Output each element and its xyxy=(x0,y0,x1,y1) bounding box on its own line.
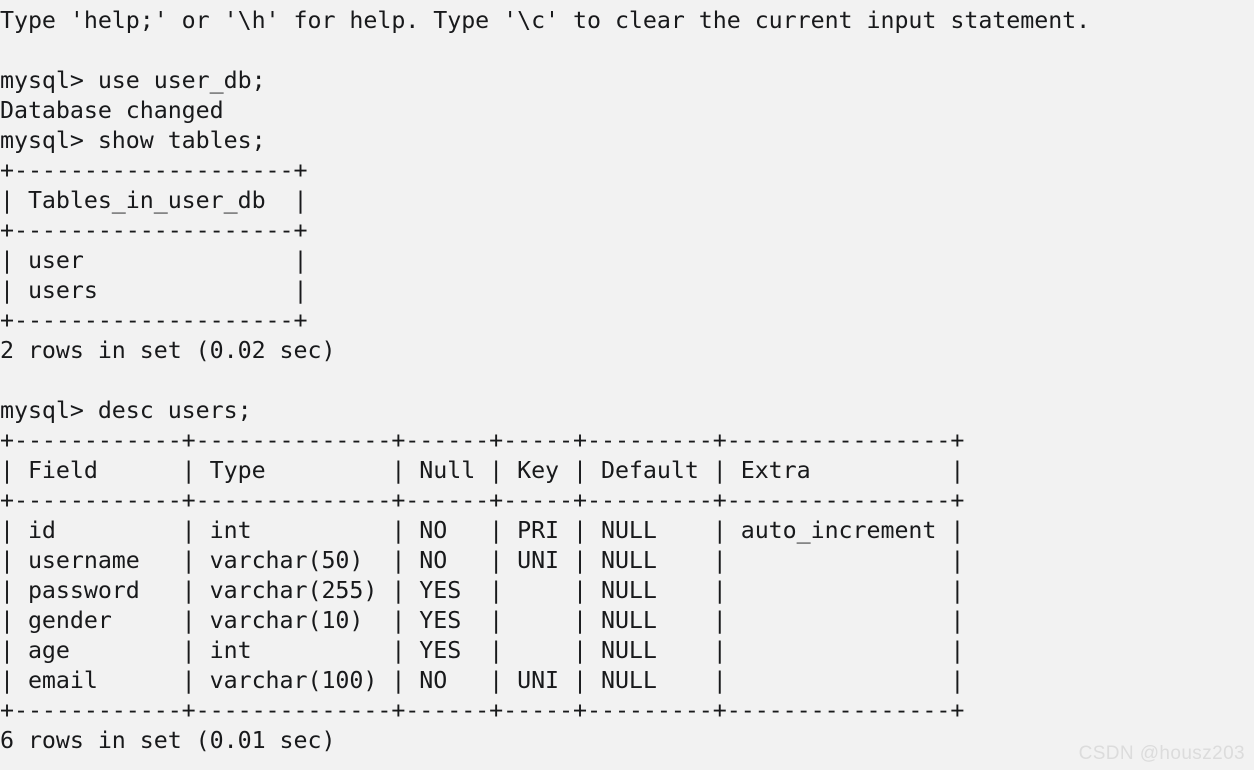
terminal-line-9: | users | xyxy=(0,277,308,304)
terminal-line-15: | Field | Type | Null | Key | Default | … xyxy=(0,457,965,484)
terminal-line-2: mysql> use user_db; xyxy=(0,67,266,94)
terminal-line-16: +------------+--------------+------+----… xyxy=(0,487,965,514)
terminal-line-24: 6 rows in set (0.01 sec) xyxy=(0,727,336,754)
terminal-line-0: Type 'help;' or '\h' for help. Type '\c'… xyxy=(0,7,1091,34)
terminal-line-6: | Tables_in_user_db | xyxy=(0,187,308,214)
terminal-line-1 xyxy=(0,36,1090,66)
terminal-line-21: | age | int | YES | | NULL | | xyxy=(0,637,965,664)
terminal-line-14: +------------+--------------+------+----… xyxy=(0,427,965,454)
terminal-line-10: +--------------------+ xyxy=(0,307,308,334)
terminal-line-5: +--------------------+ xyxy=(0,157,308,184)
terminal-line-12 xyxy=(0,366,1090,396)
terminal-line-17: | id | int | NO | PRI | NULL | auto_incr… xyxy=(0,517,965,544)
csdn-watermark: CSDN @housz203 xyxy=(1078,743,1245,764)
terminal-line-3: Database changed xyxy=(0,97,224,124)
terminal-line-7: +--------------------+ xyxy=(0,217,308,244)
terminal-line-19: | password | varchar(255) | YES | | NULL… xyxy=(0,577,965,604)
terminal-line-18: | username | varchar(50) | NO | UNI | NU… xyxy=(0,547,965,574)
terminal-line-20: | gender | varchar(10) | YES | | NULL | … xyxy=(0,607,965,634)
terminal-line-22: | email | varchar(100) | NO | UNI | NULL… xyxy=(0,667,965,694)
terminal-text-block: Type 'help;' or '\h' for help. Type '\c'… xyxy=(0,6,1090,756)
terminal-line-8: | user | xyxy=(0,247,308,274)
terminal-line-4: mysql> show tables; xyxy=(0,127,266,154)
terminal-line-11: 2 rows in set (0.02 sec) xyxy=(0,337,336,364)
terminal-line-23: +------------+--------------+------+----… xyxy=(0,697,965,724)
terminal-line-13: mysql> desc users; xyxy=(0,397,252,424)
